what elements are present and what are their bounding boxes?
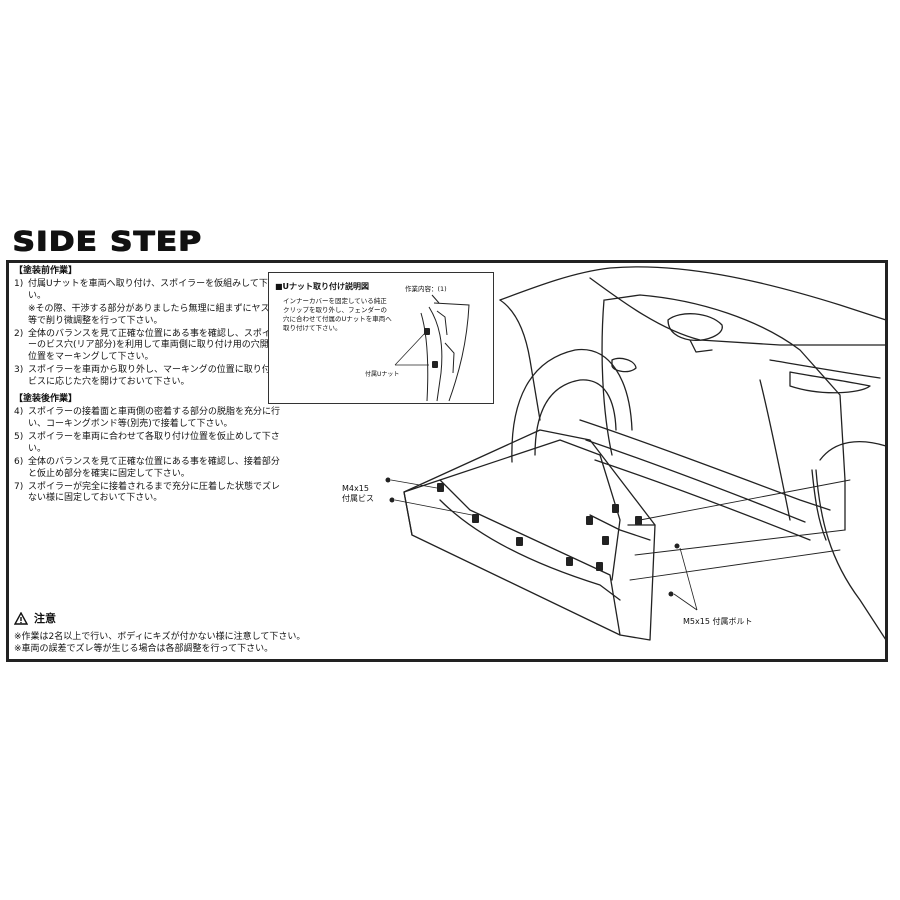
list-item: 4) スポイラーの接着面と車両側の密着する部分の脱脂を充分に行い、コーキングボン…: [14, 407, 284, 430]
step-number: 3): [14, 365, 24, 376]
m5-label: M5x15 付属ボルト: [683, 617, 753, 626]
leader-line: [394, 499, 473, 516]
mounting-clips: [385, 477, 680, 597]
inset-work-label: 作業内容：(1): [405, 285, 447, 293]
step-text: 全体のバランスを見て正確な位置にある事を確認し、スポイラーのビス穴(リア部分)を…: [28, 329, 280, 362]
door-line: [601, 299, 613, 456]
clip-marker: [602, 536, 609, 545]
side-step-inner-edge: [439, 499, 621, 601]
car-windshield: [589, 277, 887, 346]
caution-line: ※車両の誤差でズレ等が生じる場合は各部調整を行って下さい。: [14, 644, 274, 654]
m4-name: 付属ビス: [342, 494, 374, 503]
step-text: 全体のバランスを見て正確な位置にある事を確認し、接着部分と仮止め部分を確実に固定…: [28, 457, 280, 479]
door-rear-line: [759, 379, 791, 521]
unut-marker: [432, 361, 438, 368]
leader-line: [679, 547, 698, 611]
pre-paint-heading: 【塗装前作業】: [14, 266, 78, 276]
step-number: 5): [14, 432, 24, 443]
clip-marker: [612, 504, 619, 513]
car-hood-front: [499, 299, 541, 421]
bolt-marker: [674, 543, 680, 549]
m4-size: M4x15: [342, 484, 369, 493]
step-number: 2): [14, 329, 24, 340]
side-step-outline: [403, 429, 656, 641]
inset-drawing: [394, 294, 470, 402]
step-number: 7): [14, 481, 24, 492]
caution-line: ※作業は2名以上で行い、ボディにキズが付かない様に注意して下さい。: [14, 632, 306, 642]
rocker-panel: [579, 419, 831, 511]
step-text: スポイラーの接着面と車両側の密着する部分の脱脂を充分に行い、コーキングボンド等(…: [28, 407, 281, 429]
window-trim: [769, 359, 881, 379]
warning-icon: [14, 612, 28, 625]
fender-edge: [428, 306, 443, 402]
unut-inset: ■Uナット取り付け説明図 作業内容：(1) インナーカバーを固定している純正クリ…: [268, 272, 494, 404]
post-paint-heading: 【塗装後作業】: [14, 394, 78, 405]
m4-label: M4x15 付属ビス: [342, 484, 374, 504]
list-item: 6) 全体のバランスを見て正確な位置にある事を確認し、接着部分と仮止め部分を確実…: [14, 457, 284, 480]
step-number: 1): [14, 279, 24, 290]
screw-marker: [389, 497, 395, 503]
leader-line: [390, 479, 438, 489]
clip-marker: [472, 514, 479, 523]
caution-heading: 注意: [34, 611, 56, 625]
car-roofline: [499, 266, 887, 321]
caution-block: 注意 ※作業は2名以上で行い、ボディにキズが付かない様に注意して下さい。 ※車両…: [14, 612, 344, 655]
clip-marker: [516, 537, 523, 546]
inset-title: ■Uナット取り付け説明図: [275, 282, 370, 291]
caution-heading-row: 注意: [14, 612, 344, 625]
list-item: 5) スポイラーを車両に合わせて各取り付け位置を仮止めして下さい。: [14, 432, 284, 455]
clip-marker: [437, 483, 444, 492]
side-mirror: [667, 313, 723, 341]
leader-line: [673, 593, 698, 611]
step-text: スポイラーを車両に合わせて各取り付け位置を仮止めして下さい。: [28, 432, 280, 454]
clip-marker: [635, 516, 642, 525]
rear-wheel-arch: [819, 440, 887, 461]
inset-description: インナーカバーを固定している純正クリップを取り外し、フェンダーの穴に合わせて付属…: [283, 297, 392, 332]
clip-marker: [566, 557, 573, 566]
list-item: 1) 付属Uナットを車両へ取り付け、スポイラーを仮組みして下さい。: [14, 279, 284, 302]
step-text: 付属Uナットを車両へ取り付け、スポイラーを仮組みして下さい。: [28, 279, 277, 301]
screw-marker: [385, 477, 391, 483]
unut-label: 付属Uナット: [365, 371, 400, 378]
step-text: スポイラーが完全に接着されるまで充分に圧着した状態でズレない様に固定しておいて下…: [28, 481, 281, 504]
step-number: 6): [14, 457, 24, 468]
front-wheel-arch: [511, 348, 633, 463]
instruction-frame: [6, 260, 888, 662]
step-text: スポイラーを車両から取り外し、マーキングの位置に取り付けビスに応じた穴を開けてお…: [28, 365, 280, 387]
door-outline: [604, 294, 846, 481]
list-item: 7) スポイラーが完全に接着されるまで充分に圧着した状態でズレない様に固定してお…: [14, 482, 284, 505]
step-number: 4): [14, 407, 24, 418]
door-handle: [611, 357, 637, 373]
list-item: 2) 全体のバランスを見て正確な位置にある事を確認し、スポイラーのビス穴(リア部…: [14, 329, 284, 363]
clip-marker: [596, 562, 603, 571]
front-wheel-arch-inner: [534, 379, 617, 456]
instructions: 【塗装前作業】 1) 付属Uナットを車両へ取り付け、スポイラーを仮組みして下さい…: [14, 266, 284, 507]
step-note: ※その際、干渉する部分がありましたら無理に組まずにヤスリ等で削り微調整を行って下…: [28, 304, 279, 326]
bolt-marker: [668, 591, 674, 597]
side-step-face: [403, 479, 621, 636]
clip-marker: [586, 516, 593, 525]
page-title: SIDE STEP: [12, 226, 202, 257]
list-item: 3) スポイラーを車両から取り外し、マーキングの位置に取り付けビスに応じた穴を開…: [14, 365, 284, 388]
unut-marker: [424, 328, 430, 335]
